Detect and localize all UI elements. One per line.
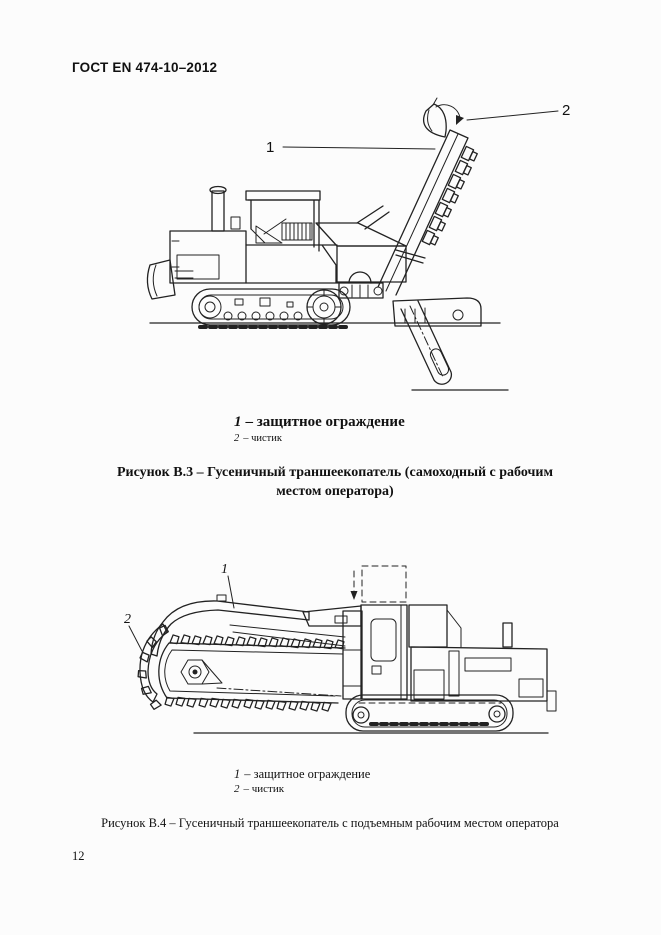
page-number: 12 (72, 849, 85, 863)
callout-label: 1 (221, 562, 228, 577)
crawler-tractor (146, 185, 351, 329)
callout-leader-line (128, 625, 143, 652)
lower-digging-bar (400, 300, 453, 385)
callout-leader-line (282, 146, 436, 150)
legend-item: 2– чистик (234, 433, 282, 444)
trencher-boom (136, 594, 346, 712)
cleaner (139, 623, 168, 703)
figure-b3-caption: Рисунок В.3 – Гусеничный траншеекопатель… (116, 465, 554, 499)
callout-1: 1 (221, 562, 235, 609)
boom-guard (150, 600, 310, 657)
callout-1: 1 (266, 139, 436, 156)
legend-item: 1– защитное ограждение (234, 767, 371, 781)
legend-item: 2– чистик (234, 783, 285, 795)
lift-direction-arrow (350, 570, 358, 600)
operator-station (315, 205, 426, 299)
callout-2: 2 (466, 102, 570, 121)
legend-item: 1– защитное ограждение (234, 414, 405, 430)
rear-skid (392, 297, 482, 327)
cleaner-chute (422, 97, 447, 138)
figure-b4-caption: Рисунок В.4 – Гусеничный траншеекопатель… (101, 816, 559, 830)
callout-leader-line (466, 110, 559, 121)
trencher-boom (377, 129, 479, 296)
figure-b4-drawing: 1 2 (124, 562, 557, 734)
chain-direction-arrow (435, 104, 464, 125)
document-header: ГОСТ EN 474-10–2012 (72, 60, 218, 75)
machine-body (302, 604, 557, 732)
figure-b3-drawing: 1 2 (146, 97, 570, 391)
callout-leader-line (227, 575, 235, 609)
figure-b4-legend: 1– защитное ограждение 2– чистик (234, 767, 370, 795)
figure-b3-legend: 1– защитное ограждение 2– чистик (234, 414, 405, 444)
callout-label: 1 (266, 139, 274, 156)
callout-label: 2 (562, 102, 570, 119)
raised-cab-outline (361, 565, 407, 603)
callout-2: 2 (124, 612, 143, 652)
callout-label: 2 (124, 612, 131, 627)
